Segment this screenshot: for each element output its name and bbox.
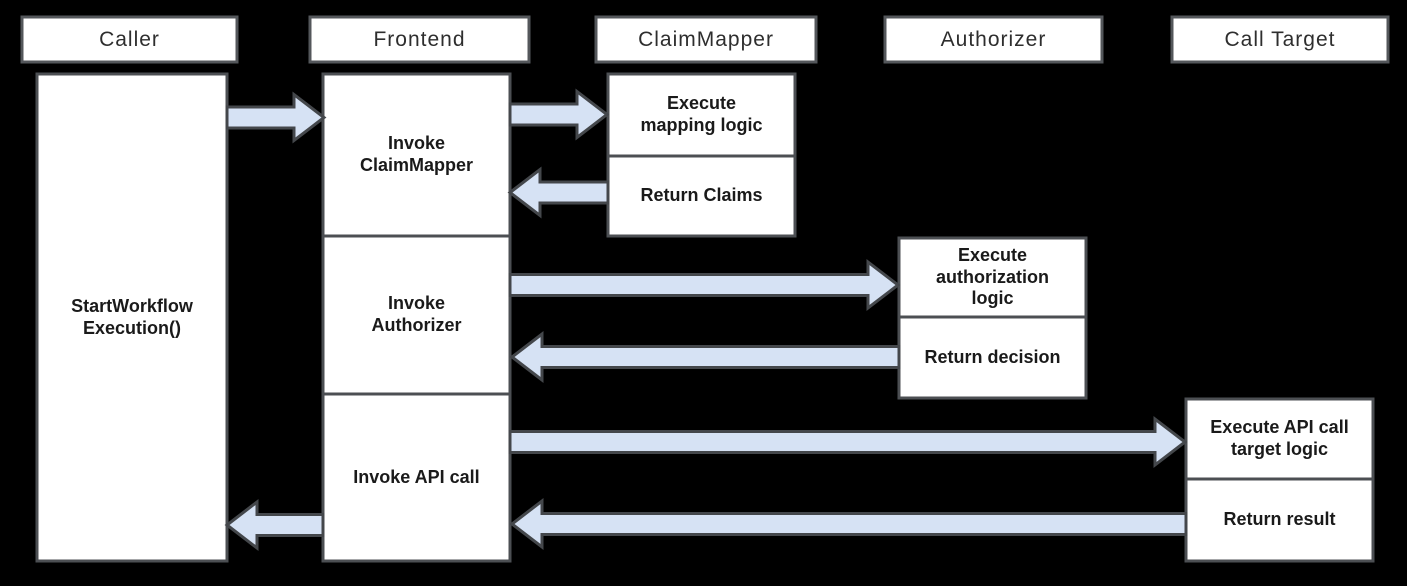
- arrow-caller-to-frontend: [225, 91, 327, 144]
- lifeline-call-target: Call Target: [1224, 27, 1336, 51]
- calltarget-header-box: [1170, 15, 1390, 64]
- activity-invoke-api-call: Invoke API call: [353, 466, 480, 487]
- activity-execute-mapping-logic: Execute mapping logic: [640, 93, 763, 135]
- arrow-frontend-return-to-caller: [224, 498, 325, 552]
- claimmapper-header-box: [594, 15, 818, 64]
- activity-invoke-authorizer: Invoke Authorizer: [371, 293, 462, 335]
- authorizer-header-box: [883, 15, 1104, 64]
- lifeline-claimmapper: ClaimMapper: [638, 27, 774, 51]
- activity-return-claims: Return Claims: [640, 185, 763, 206]
- arrow-frontend-to-claimmapper: [508, 88, 610, 141]
- caller-activity-box: [35, 72, 229, 563]
- lifeline-caller: Caller: [99, 27, 160, 51]
- activity-return-decision: Return decision: [924, 346, 1061, 367]
- lifeline-frontend: Frontend: [373, 27, 466, 51]
- frontend-activity-box: [321, 72, 512, 563]
- activity-invoke-claimmapper: Invoke ClaimMapper: [359, 133, 474, 175]
- activity-return-result: Return result: [1223, 509, 1336, 530]
- arrow-authorizer-return-to-frontend: [509, 330, 901, 384]
- arrow-calltarget-return-to-frontend: [509, 497, 1188, 551]
- activity-execute-authorization-logic: Execute authorization logic: [936, 244, 1049, 309]
- activity-startworkflow-execution: StartWorkflow Execution(): [71, 295, 193, 338]
- activity-execute-api-call-target-logic: Execute API call target logic: [1210, 417, 1349, 459]
- frontend-header-box: [308, 15, 531, 64]
- caller-header-box: [20, 15, 239, 64]
- arrow-frontend-to-authorizer: [508, 258, 901, 312]
- arrow-frontend-to-calltarget: [508, 415, 1188, 469]
- arrow-claimmapper-return-to-frontend: [507, 166, 610, 219]
- lifeline-authorizer: Authorizer: [940, 27, 1047, 51]
